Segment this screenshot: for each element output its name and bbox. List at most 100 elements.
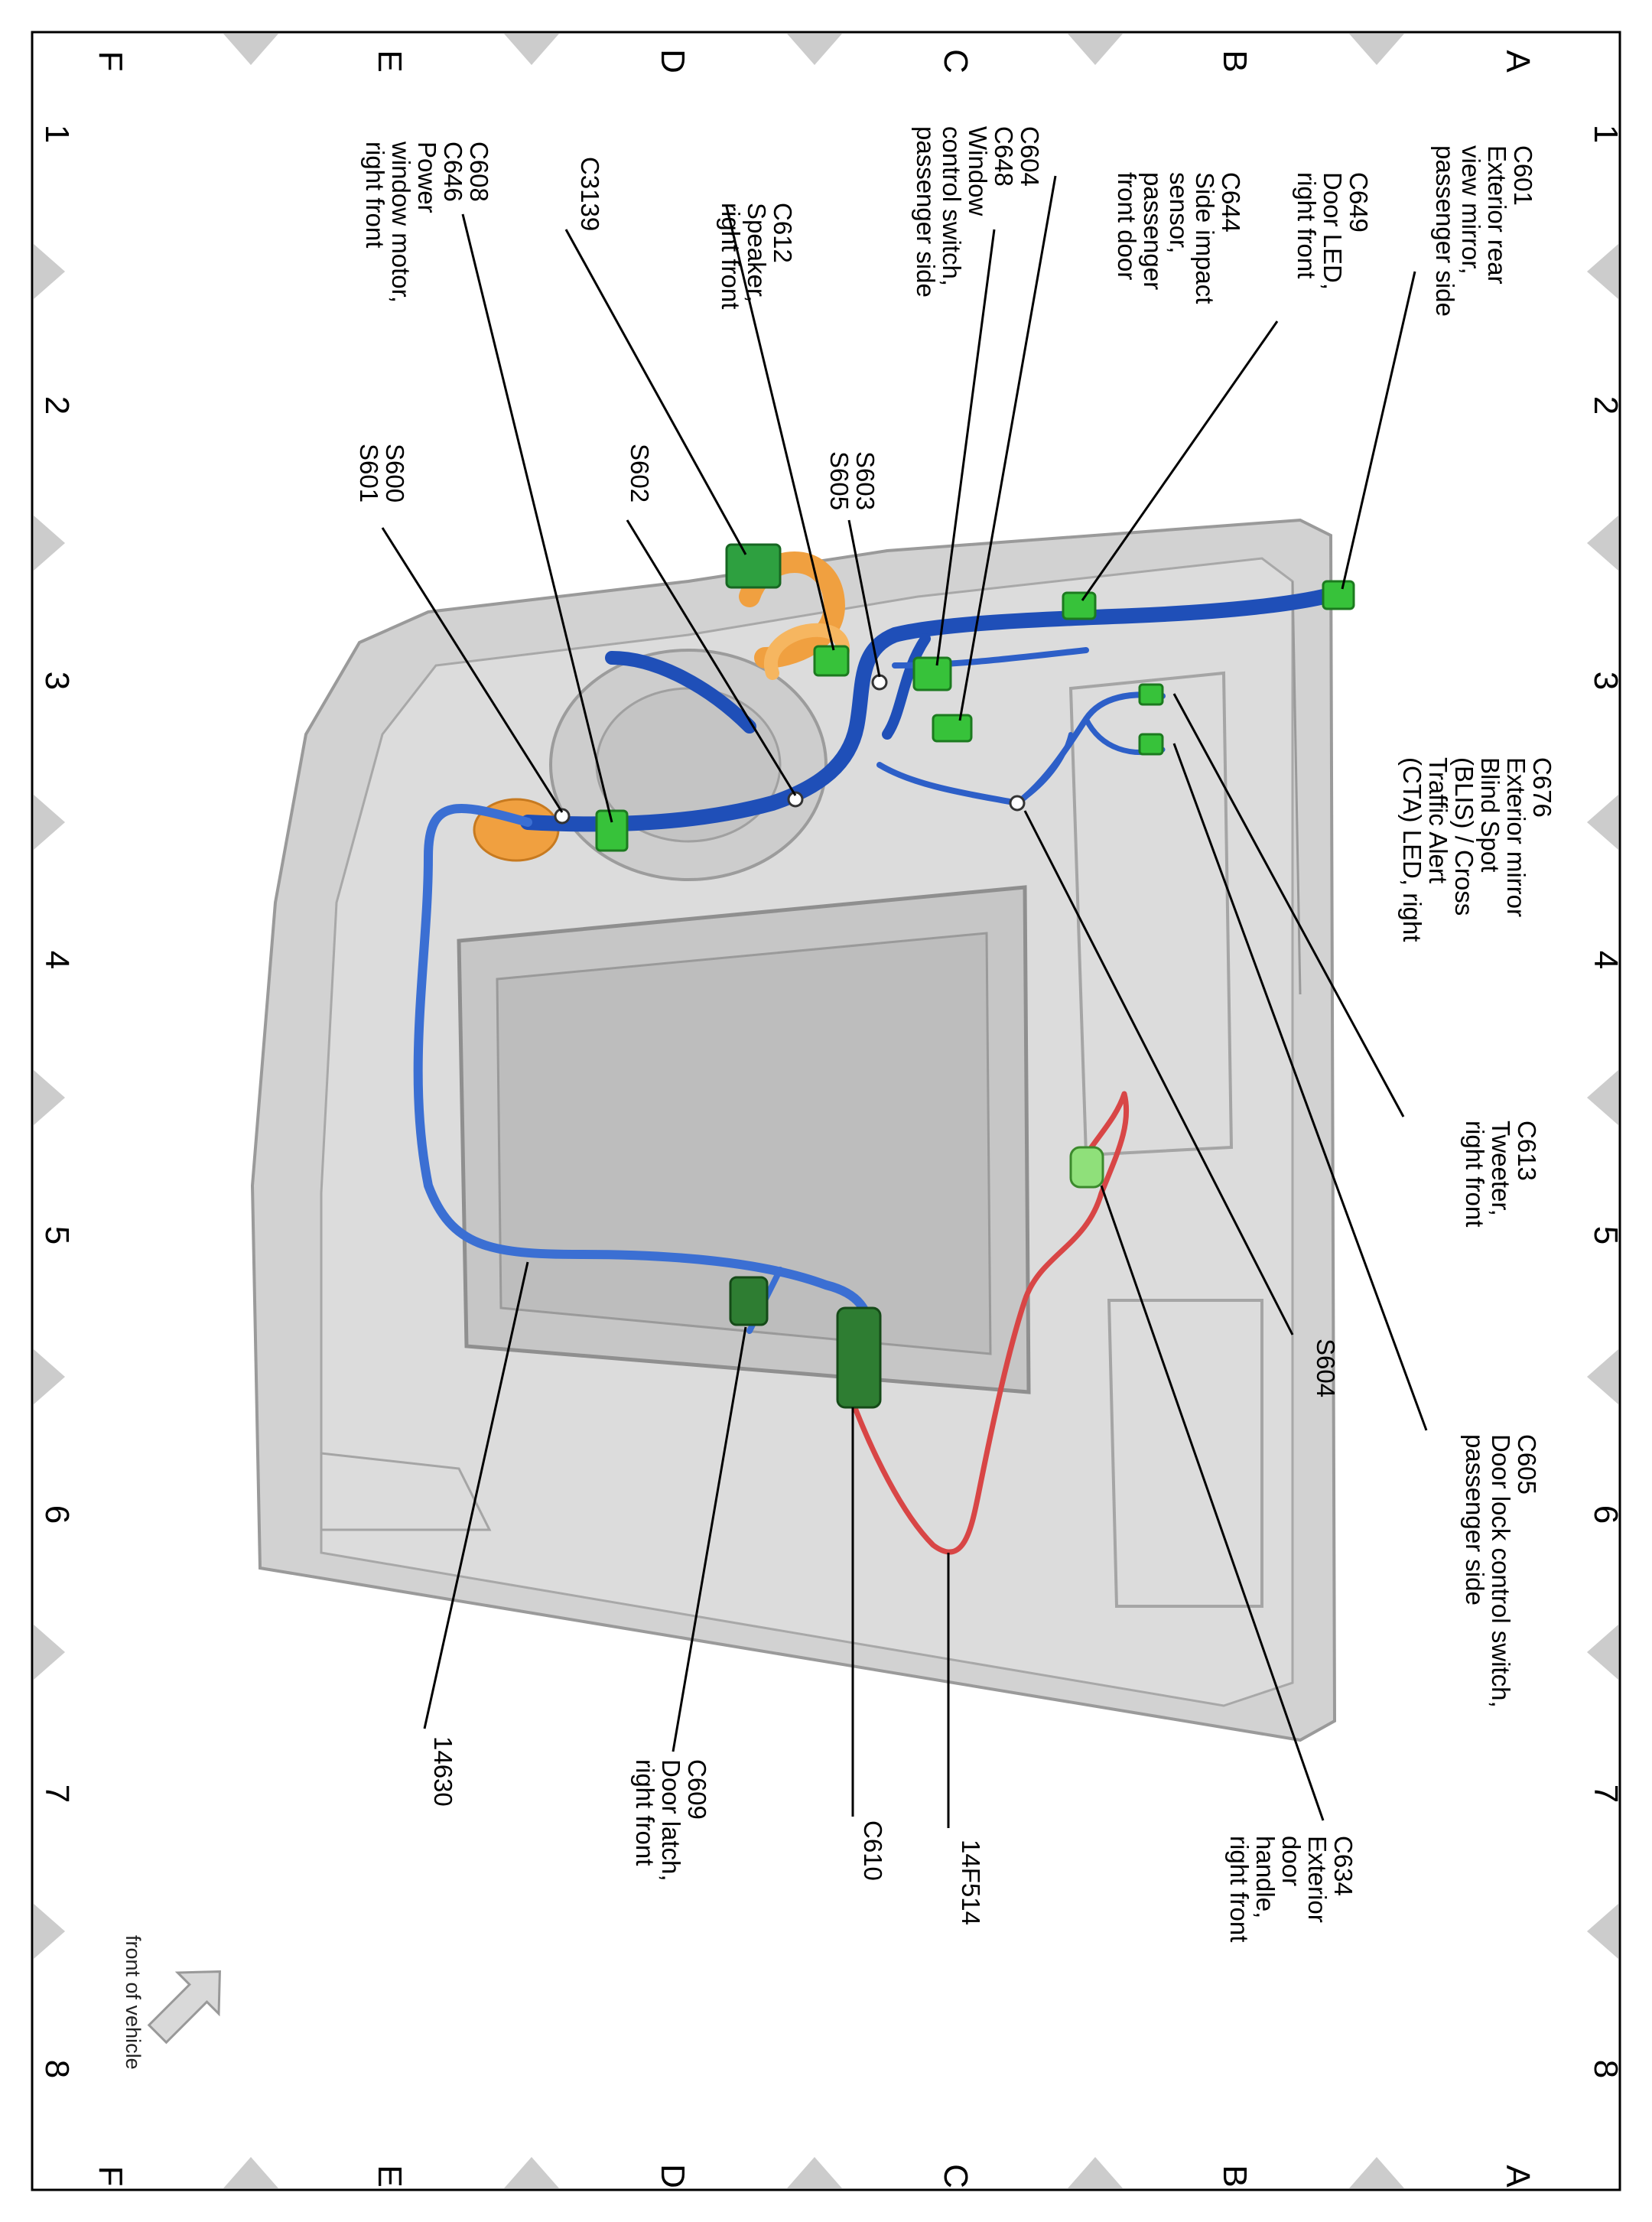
- callout-line: C3139: [576, 157, 604, 231]
- callout-line: Window: [964, 126, 992, 216]
- splice-s602: [787, 791, 804, 808]
- grid-row-label-bottom: D: [654, 2164, 691, 2188]
- grid-column-label-right: 5: [1587, 1226, 1624, 1244]
- callout-line: C610: [859, 1820, 887, 1881]
- callout-line: Blind Spot: [1476, 757, 1504, 872]
- callout-line: C605: [1513, 1434, 1541, 1495]
- grid-column-label-left: 4: [38, 951, 76, 969]
- callout-c610: C610: [859, 1820, 887, 1881]
- callout-line: view mirror,: [1457, 145, 1485, 275]
- connector-c601: [1322, 580, 1355, 610]
- border-triangle-bottom: [223, 2157, 278, 2188]
- callout-line: passenger side: [912, 126, 940, 298]
- callout-line: Door latch,: [657, 1759, 685, 1882]
- connector-c604: [912, 656, 952, 691]
- connector-c644: [932, 714, 973, 743]
- callout-line: right front: [361, 142, 389, 248]
- grid-column-label-right: 7: [1587, 1784, 1624, 1803]
- callout-line: C648: [990, 126, 1018, 187]
- callout-line: C644: [1217, 172, 1245, 233]
- grid-column-label-left: 7: [38, 1784, 76, 1803]
- callout-line: C676: [1528, 757, 1556, 818]
- border-triangle-bottom: [1349, 2157, 1404, 2188]
- grid-row-label-top: C: [937, 49, 974, 73]
- callout-line: Traffic Alert: [1424, 757, 1452, 883]
- callout-line: passenger side: [1431, 145, 1459, 317]
- grid-column-label-left: 6: [38, 1505, 76, 1524]
- connector-c612: [813, 645, 850, 677]
- grid-row-label-bottom: E: [371, 2165, 408, 2187]
- splice-s604: [1009, 795, 1026, 812]
- callout-line: (BLIS) / Cross: [1450, 757, 1478, 916]
- grid-column-label-left: 3: [38, 672, 76, 690]
- callout-line: C601: [1509, 145, 1537, 206]
- callout-line: passenger side: [1461, 1434, 1489, 1606]
- callout-line: S604: [1312, 1339, 1340, 1397]
- callout-line: C604: [1016, 126, 1044, 187]
- callout-line: window motor,: [387, 141, 415, 303]
- border-triangle-right: [1587, 1904, 1618, 1959]
- border-triangle-bottom: [504, 2157, 559, 2188]
- grid-row-label-top: E: [371, 50, 408, 72]
- callout-line: handle,: [1251, 1836, 1280, 1918]
- callout-line: passenger: [1139, 172, 1167, 290]
- splice-s603: [871, 674, 888, 691]
- grid-column-label-right: 3: [1587, 672, 1624, 690]
- border-triangle-top: [1349, 34, 1404, 65]
- callout-line: Door lock control switch,: [1487, 1434, 1515, 1708]
- border-triangle-right: [1587, 1349, 1618, 1404]
- grid-row-label-bottom: C: [937, 2164, 974, 2188]
- grid-column-label-left: 2: [38, 396, 76, 415]
- grid-row-label-top: B: [1216, 50, 1254, 72]
- border-triangle-left: [34, 1625, 65, 1680]
- leader-lines: [381, 175, 1428, 1828]
- border-triangle-right: [1587, 516, 1618, 571]
- border-triangle-bottom: [1068, 2157, 1123, 2188]
- callout-line: S605: [825, 451, 854, 510]
- callout-line: C609: [683, 1759, 711, 1820]
- connector-c613: [1138, 733, 1164, 756]
- grid-row-label-bottom: B: [1216, 2165, 1254, 2187]
- grid-column-label-right: 2: [1587, 396, 1624, 415]
- border-triangle-left: [34, 516, 65, 571]
- border-triangle-top: [223, 34, 278, 65]
- border-triangle-right: [1587, 1625, 1618, 1680]
- border-triangle-right: [1587, 795, 1618, 850]
- callout-line: S603: [851, 451, 880, 510]
- border-triangle-left: [34, 244, 65, 299]
- callout-line: S602: [626, 444, 654, 503]
- callout-line: right front: [1293, 172, 1321, 278]
- connector-c634: [1069, 1146, 1104, 1189]
- callout-line: 14F514: [957, 1840, 985, 1925]
- connector-c676: [1138, 683, 1164, 706]
- border-triangle-right: [1587, 1070, 1618, 1125]
- border-triangle-left: [34, 795, 65, 850]
- callout-line: Power: [413, 142, 441, 213]
- callout-line: right front: [631, 1759, 659, 1866]
- connector-c609: [729, 1276, 769, 1326]
- grid-column-label-left: 8: [38, 2060, 76, 2078]
- grid-column-label-right: 4: [1587, 951, 1624, 969]
- callout-line: S601: [355, 444, 383, 503]
- callout-line: C649: [1345, 172, 1373, 233]
- grid-row-label-top: D: [654, 49, 691, 73]
- callout-c3139: C3139: [576, 157, 604, 231]
- callout-line: (CTA) LED, right: [1398, 757, 1426, 942]
- callout-line: right front: [1225, 1836, 1254, 1942]
- connector-c649: [1062, 591, 1097, 620]
- grid-row-label-bottom: F: [92, 2166, 129, 2187]
- connector-c608: [595, 809, 629, 852]
- callout-line: Door LED,: [1319, 172, 1347, 290]
- callout-line: Exterior mirror: [1502, 757, 1530, 917]
